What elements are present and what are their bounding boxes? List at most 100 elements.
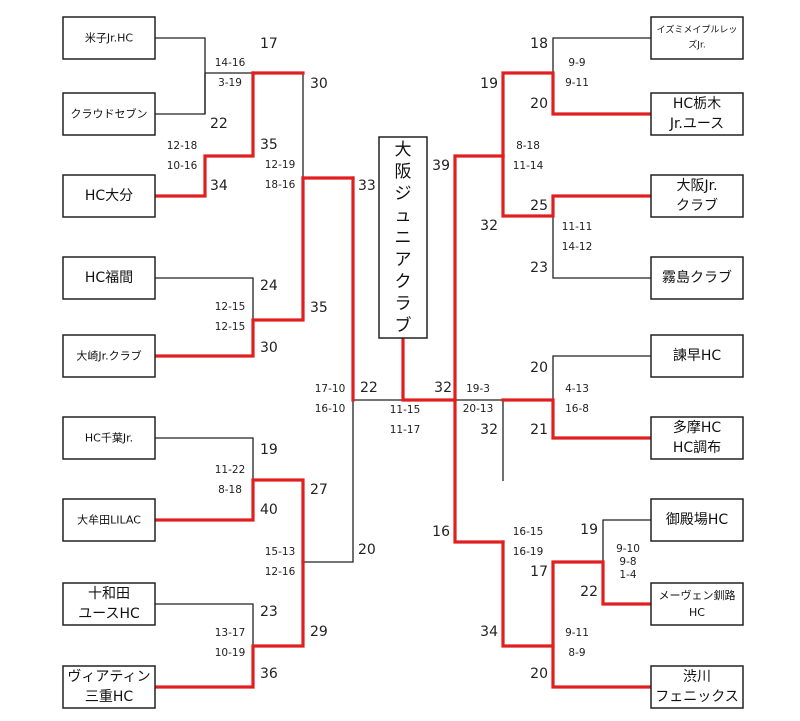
line-omuta-r1 [153, 478, 305, 564]
sets-osakajr: 11-11 [562, 221, 593, 233]
team-box-goten: 御殿場HC [650, 498, 744, 542]
team-name: HC [689, 606, 705, 619]
champion-char: ニ [395, 228, 412, 248]
team-name: HC福間 [85, 270, 133, 286]
sets-chiba: 8-18 [218, 484, 242, 496]
champion-char: ク [395, 272, 412, 292]
score-omuta: 40 [260, 502, 278, 518]
sets-goten: 9-10 [616, 543, 640, 555]
team-box-fuku: HC福間 [62, 256, 156, 300]
team-box-frame [62, 582, 156, 626]
sets-yone-cloud: 14-16 [215, 57, 246, 69]
team-box-frame [650, 256, 744, 300]
score-oita: 34 [210, 178, 228, 194]
score-fuku-r2: 35 [310, 300, 328, 316]
score-left-top: 33 [358, 178, 376, 194]
sets-isa: 4-13 [565, 383, 589, 395]
team-name: 米子Jr.HC [85, 32, 134, 45]
score-izumi: 18 [530, 36, 548, 52]
score-omuta-r2: 27 [310, 482, 328, 498]
line-goten-r1 [602, 519, 651, 562]
line-chiba-r1 [155, 437, 254, 480]
team-box-yone: 米子Jr.HC [62, 16, 156, 60]
team-box-frame [62, 416, 156, 460]
team-box-cloud: クラウドセブン [62, 92, 156, 136]
sets-right-top: 11-14 [513, 160, 544, 172]
sets-left-final: 16-10 [315, 403, 346, 415]
team-box-frame [650, 582, 744, 626]
sets-yone-cloud: 3-19 [218, 77, 242, 89]
team-box-kiri: 霧島クラブ [650, 256, 744, 300]
line-osaki-r1 [153, 176, 305, 358]
sets-goten: 1-4 [619, 569, 636, 581]
score-tama: 21 [530, 422, 548, 438]
score-right-top: 39 [432, 158, 450, 174]
team-name: HC栃木 [673, 96, 721, 112]
team-box-frame [62, 92, 156, 136]
team-box-frame [62, 16, 156, 60]
team-box-osakajr: 大阪Jr.クラブ [650, 174, 744, 218]
sets-shibu: 8-9 [568, 647, 585, 659]
team-box-chiba: HC千葉Jr. [62, 416, 156, 460]
team-name: フェニックス [655, 689, 739, 705]
team-name: 三重HC [85, 689, 134, 705]
score-isa: 20 [530, 360, 548, 376]
team-name: 霧島クラブ [662, 269, 732, 286]
line-shibu-r1 [501, 540, 653, 689]
team-box-frame [62, 498, 156, 542]
score-right-final: 32 [434, 380, 452, 396]
sets-right-bottom: 16-15 [513, 526, 544, 538]
sets-final: 11-17 [390, 424, 421, 436]
score-tama-r2: 32 [480, 422, 498, 438]
team-box-frame [62, 174, 156, 218]
champion-frame [378, 136, 428, 339]
team-name: 渋川 [683, 669, 711, 685]
team-name: 多摩HC [673, 419, 722, 436]
sets-omuta: 15-13 [265, 546, 296, 558]
score-shibu: 20 [530, 666, 548, 682]
sets-omuta: 12-16 [265, 566, 296, 578]
sets-shibu: 9-11 [565, 627, 589, 639]
team-boxes: 米子Jr.HCクラウドセブンHC大分HC福間大崎Jr.クラブHC千葉Jr.大牟田… [62, 16, 744, 709]
team-name: メーヴェン釧路 [659, 588, 736, 602]
line-kiri-r1 [552, 216, 651, 279]
score-towa: 23 [260, 604, 278, 620]
team-box-frame [62, 665, 156, 709]
sets-oita: 12-18 [167, 140, 198, 152]
score-yone: 17 [260, 36, 278, 52]
score-chiba: 19 [260, 442, 278, 458]
sets-right-bottom: 16-19 [513, 546, 544, 558]
sets-izumi: 9-11 [565, 77, 589, 89]
champion-char: ュ [395, 206, 412, 226]
sets-left-final: 17-10 [315, 383, 346, 395]
sets-isa: 16-8 [565, 403, 589, 415]
sets-right-final: 19-3 [466, 383, 490, 395]
score-fuku: 24 [260, 278, 278, 294]
team-box-frame [650, 92, 744, 136]
sets-chiba: 11-22 [215, 464, 246, 476]
line-cloud-r1 [155, 73, 206, 115]
team-box-frame [62, 256, 156, 300]
team-name: 諫早HC [673, 348, 722, 364]
score-left-bottom: 20 [358, 542, 376, 558]
score-via-r2: 29 [310, 624, 328, 640]
line-tochi-r1 [501, 71, 653, 158]
score-left-final: 22 [360, 380, 378, 396]
score-oita-r2: 35 [260, 137, 278, 153]
score-mev-r2: 17 [530, 564, 548, 580]
bracket-lines-black [155, 37, 651, 646]
sets-towa: 13-17 [215, 627, 246, 639]
team-box-isa: 諫早HC [650, 334, 744, 378]
line-mev-r1 [551, 560, 653, 648]
score-shibu-r2: 34 [480, 624, 498, 640]
sets-towa: 10-19 [215, 647, 246, 659]
champion-char: ア [395, 250, 412, 270]
champion-char: ブ [395, 315, 412, 336]
score-osakajr-r2: 32 [480, 218, 498, 234]
team-box-omuta: 大牟田LILAC [62, 498, 156, 542]
score-goten: 19 [580, 522, 598, 538]
score-osaki: 30 [260, 340, 278, 356]
line-champion-down [401, 336, 457, 402]
score-kiri: 23 [530, 260, 548, 276]
